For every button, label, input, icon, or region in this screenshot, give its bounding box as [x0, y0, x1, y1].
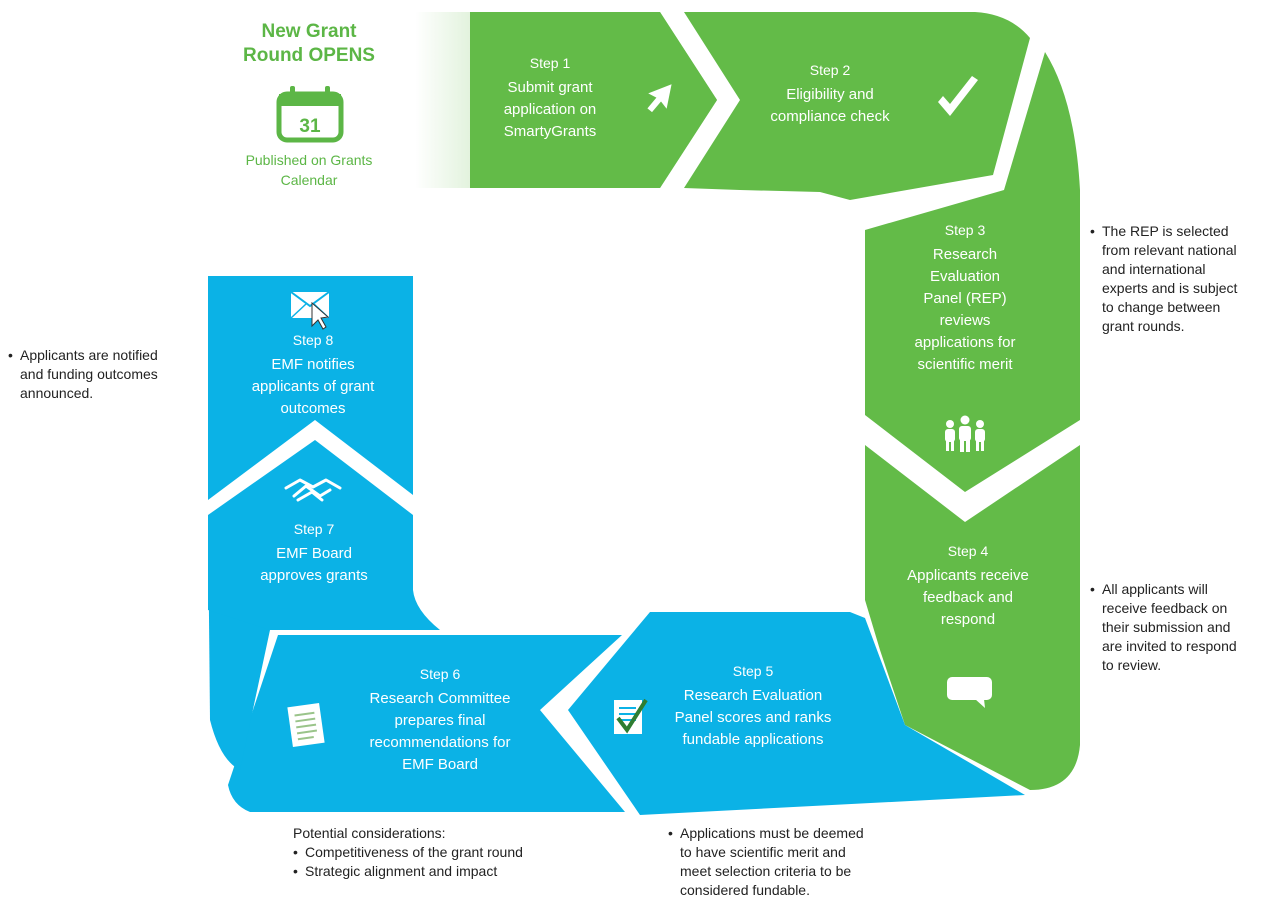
step-7: Step 7 EMF Board approves grants: [260, 521, 368, 584]
considerations-heading: Potential considerations:: [293, 825, 446, 841]
step-3-arrow: [865, 52, 1080, 492]
step-4: Step 4 Applicants receive feedback and r…: [907, 543, 1029, 628]
step-8: Step 8 EMF notifies applicants of grant …: [252, 332, 375, 417]
step-3-label: Step 3: [945, 222, 986, 238]
rep-note: The REP is selected from relevant nation…: [1090, 222, 1270, 336]
merit-note: Applications must be deemed to have scie…: [668, 824, 928, 900]
step-5-label: Step 5: [733, 663, 774, 679]
step-3-line: applications for: [915, 334, 1016, 351]
handshake-icon: [284, 478, 342, 502]
step-8-label: Step 8: [293, 332, 334, 348]
step-8-line: EMF notifies: [271, 356, 354, 373]
step-6-line: prepares final: [395, 712, 486, 729]
subtitle-line: Published on Grants: [245, 152, 373, 168]
step-7-arrow: [208, 440, 440, 630]
green-track: [415, 12, 1080, 790]
step-1-label: Step 1: [530, 55, 571, 71]
step-7-line: approves grants: [260, 567, 368, 584]
rep-note-item: The REP is selected from relevant nation…: [1090, 222, 1270, 336]
step-5-arrow: [568, 612, 1025, 815]
title-line: New Grant: [261, 21, 357, 42]
new-grant-round-title: New Grant Round OPENS: [224, 20, 394, 68]
consideration-item: Competitiveness of the grant round: [293, 843, 593, 862]
step-3: Step 3 Research Evaluation Panel (REP) r…: [915, 222, 1016, 373]
feedback-note: All applicants will receive feedback on …: [1090, 580, 1275, 675]
feedback-note-item: All applicants will receive feedback on …: [1090, 580, 1275, 675]
step-3-line: reviews: [940, 312, 991, 329]
step-1-line: application on: [504, 101, 597, 118]
step-7-line: EMF Board: [276, 545, 352, 562]
step-3-line: Panel (REP): [923, 290, 1006, 307]
step-5-line: Panel scores and ranks: [675, 709, 832, 726]
title-line: Round OPENS: [243, 45, 375, 66]
blue-track: [208, 276, 1025, 815]
envelope-icon: [290, 291, 330, 330]
step-1-line: SmartyGrants: [504, 123, 597, 140]
step-3-line: Evaluation: [930, 268, 1000, 285]
step-6-arrow: [228, 635, 625, 812]
step-6-line: Research Committee: [370, 690, 511, 707]
notified-note-item: Applicants are notified and funding outc…: [8, 346, 198, 403]
step-4-line: Applicants receive: [907, 567, 1029, 584]
step-1-line: Submit grant: [507, 79, 593, 96]
document-icon: [287, 702, 325, 748]
step-3-line: scientific merit: [917, 356, 1013, 373]
step-4-line: respond: [941, 611, 995, 628]
step-6-label: Step 6: [420, 666, 461, 682]
step-2-label: Step 2: [810, 62, 851, 78]
step-4-label: Step 4: [948, 543, 989, 559]
calendar-icon: 31: [276, 86, 344, 143]
consideration-item: Strategic alignment and impact: [293, 862, 593, 881]
step-8-line: applicants of grant: [252, 378, 375, 395]
step-1-arrow-solid: [470, 12, 717, 188]
step-2-line: compliance check: [770, 108, 890, 125]
published-on-calendar-text: Published on Grants Calendar: [224, 150, 394, 190]
speech-bubble-icon: [947, 677, 992, 708]
step-5-line: Research Evaluation: [684, 687, 822, 704]
step-5: Step 5 Research Evaluation Panel scores …: [675, 663, 832, 748]
step-3-line: Research: [933, 246, 997, 263]
step-6: Step 6 Research Committee prepares final…: [370, 666, 511, 773]
step-5-line: fundable applications: [683, 731, 824, 748]
merit-note-item: Applications must be deemed to have scie…: [668, 824, 928, 900]
step-8-arrow: [208, 276, 413, 500]
considerations-note: Potential considerations: Competitivenes…: [293, 824, 593, 881]
step-7-label: Step 7: [294, 521, 335, 537]
calendar-day: 31: [299, 116, 321, 137]
people-group-icon: [945, 415, 985, 452]
cursor-arrow-icon: [647, 84, 672, 113]
step-2-line: Eligibility and: [786, 86, 874, 103]
step-4-arrow: [865, 445, 1080, 790]
step-4-line: feedback and: [923, 589, 1013, 606]
step-2-arrow: [684, 12, 1030, 200]
step-2: Step 2 Eligibility and compliance check: [770, 62, 890, 125]
notified-note: Applicants are notified and funding outc…: [8, 346, 198, 403]
step-6-line: recommendations for: [370, 734, 511, 751]
checkmark-icon: [938, 76, 978, 116]
step-1: Step 1 Submit grant application on Smart…: [504, 55, 597, 140]
step-8-line: outcomes: [280, 400, 345, 417]
subtitle-line: Calendar: [280, 172, 338, 188]
step-6-line: EMF Board: [402, 756, 478, 773]
checklist-icon: [614, 698, 648, 734]
